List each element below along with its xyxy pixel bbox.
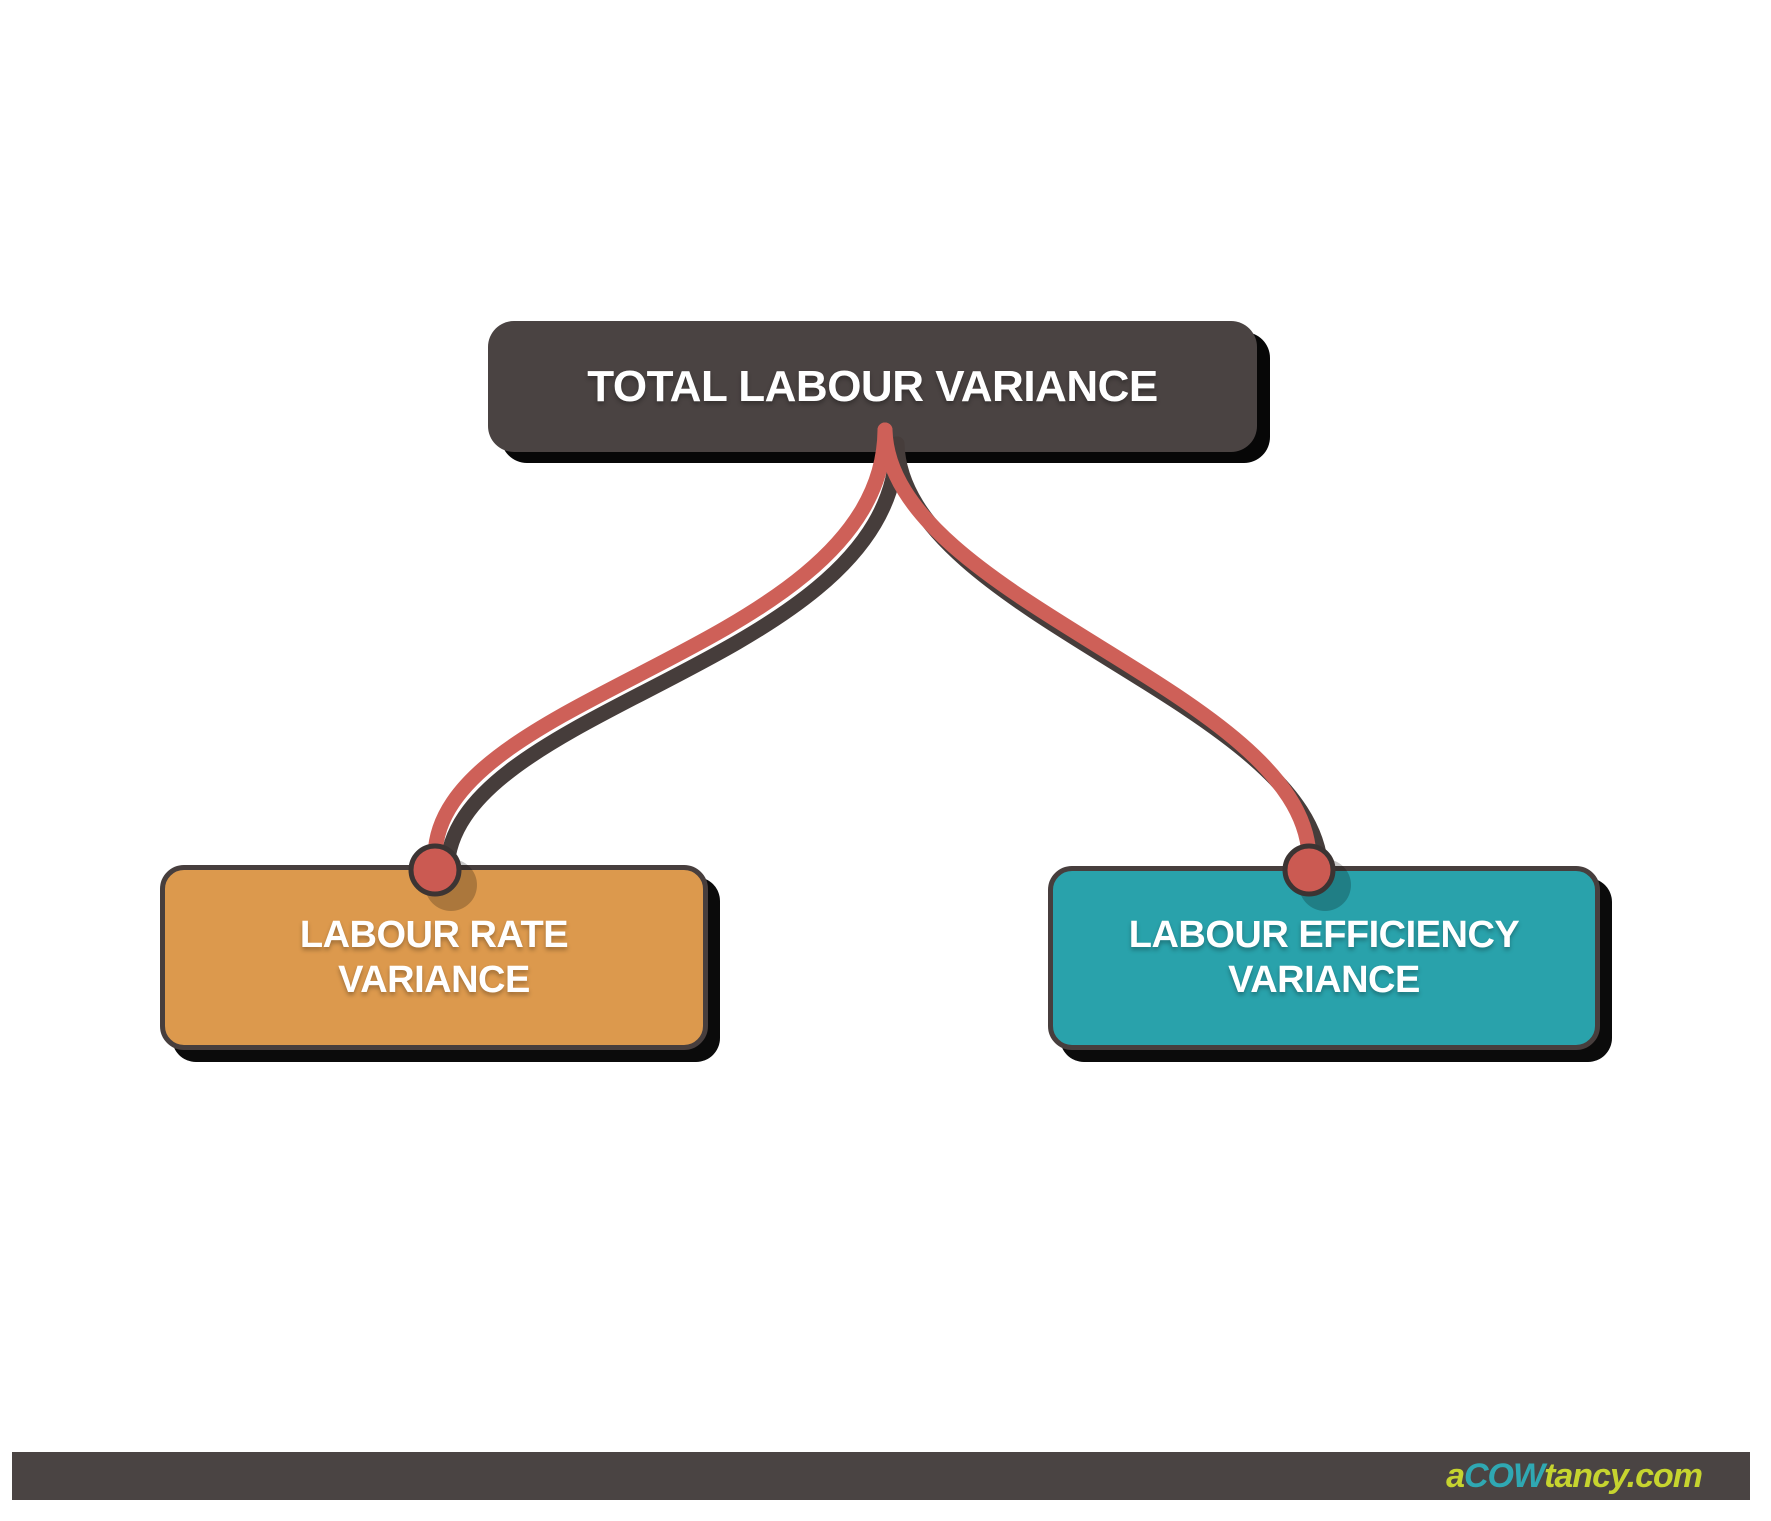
labour-rate-line2: VARIANCE — [338, 958, 530, 1001]
footer-bar: aCOWtancy.com — [12, 1452, 1750, 1500]
connector-shadows — [439, 436, 1329, 877]
connector-left — [427, 422, 893, 863]
labour-rate-variance-label: LABOUR RATE VARIANCE — [299, 913, 569, 1003]
brand-highlight: COW — [1463, 1456, 1545, 1495]
brand-suffix: tancy.com — [1544, 1456, 1703, 1495]
labour-efficiency-line2: VARIANCE — [1228, 959, 1420, 1001]
connector-left-shadow — [439, 436, 905, 877]
brand-prefix: a — [1446, 1456, 1465, 1495]
labour-efficiency-variance-label: LABOUR EFFICIENCY VARIANCE — [1129, 913, 1520, 1003]
connector-right-shadow — [889, 436, 1329, 877]
labour-efficiency-variance-box: LABOUR EFFICIENCY VARIANCE — [1048, 866, 1600, 1050]
labour-rate-line1: LABOUR RATE — [299, 913, 569, 956]
labour-efficiency-line1: LABOUR EFFICIENCY — [1128, 914, 1520, 957]
total-labour-variance-box: TOTAL LABOUR VARIANCE — [488, 321, 1257, 452]
labour-rate-variance-box: LABOUR RATE VARIANCE — [160, 865, 708, 1050]
total-labour-variance-label: TOTAL LABOUR VARIANCE — [587, 361, 1158, 411]
connector-right — [877, 422, 1317, 863]
brand-logo: aCOWtancy.com — [1446, 1456, 1703, 1496]
